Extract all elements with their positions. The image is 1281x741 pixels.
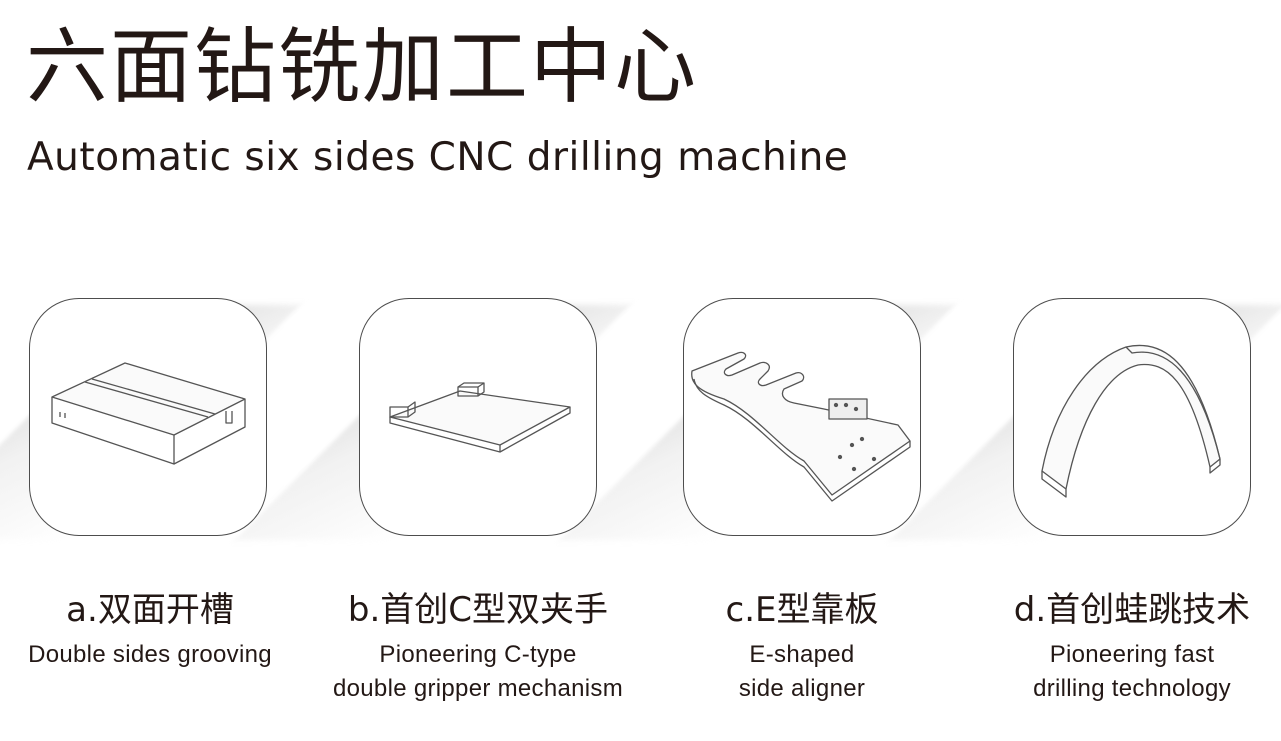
feature-card-fast-drilling (1013, 298, 1251, 536)
feature-desc-line2: drilling technology (1033, 675, 1231, 702)
feature-desc-aligner: E-shaped side aligner (622, 638, 982, 706)
feature-desc-grooving: Double sides grooving (0, 638, 330, 672)
arch-jump-icon (1041, 344, 1221, 498)
feature-card-grooving (29, 298, 267, 536)
c-type-gripper-icon (389, 382, 571, 453)
feature-desc-line2: double gripper mechanism (332, 675, 624, 702)
feature-desc-line1: Pioneering C-type (379, 641, 577, 668)
feature-card-gripper (359, 298, 597, 536)
e-shaped-aligner-icon (691, 351, 911, 502)
feature-desc-line1: E-shaped (749, 641, 855, 668)
feature-desc-fast-drilling: Pioneering fast drilling technology (952, 638, 1281, 706)
feature-card-aligner (683, 298, 921, 536)
grooved-board-icon (51, 362, 246, 465)
page-title-cn: 六面钻铣加工中心 (26, 20, 699, 115)
feature-desc-line1: Pioneering fast (1049, 641, 1215, 668)
feature-desc-line2: side aligner (738, 675, 866, 702)
page-title-en: Automatic six sides CNC drilling machine (27, 135, 849, 180)
feature-title-gripper: b.首创C型双夹手 (347, 590, 609, 630)
feature-title-aligner: c.E型靠板 (725, 590, 879, 630)
feature-desc-line1: Double sides grooving (28, 641, 272, 668)
feature-title-grooving: a.双面开槽 (66, 590, 234, 630)
feature-desc-gripper: Pioneering C-type double gripper mechani… (298, 638, 658, 706)
feature-title-fast-drilling: d.首创蛙跳技术 (1013, 590, 1251, 630)
